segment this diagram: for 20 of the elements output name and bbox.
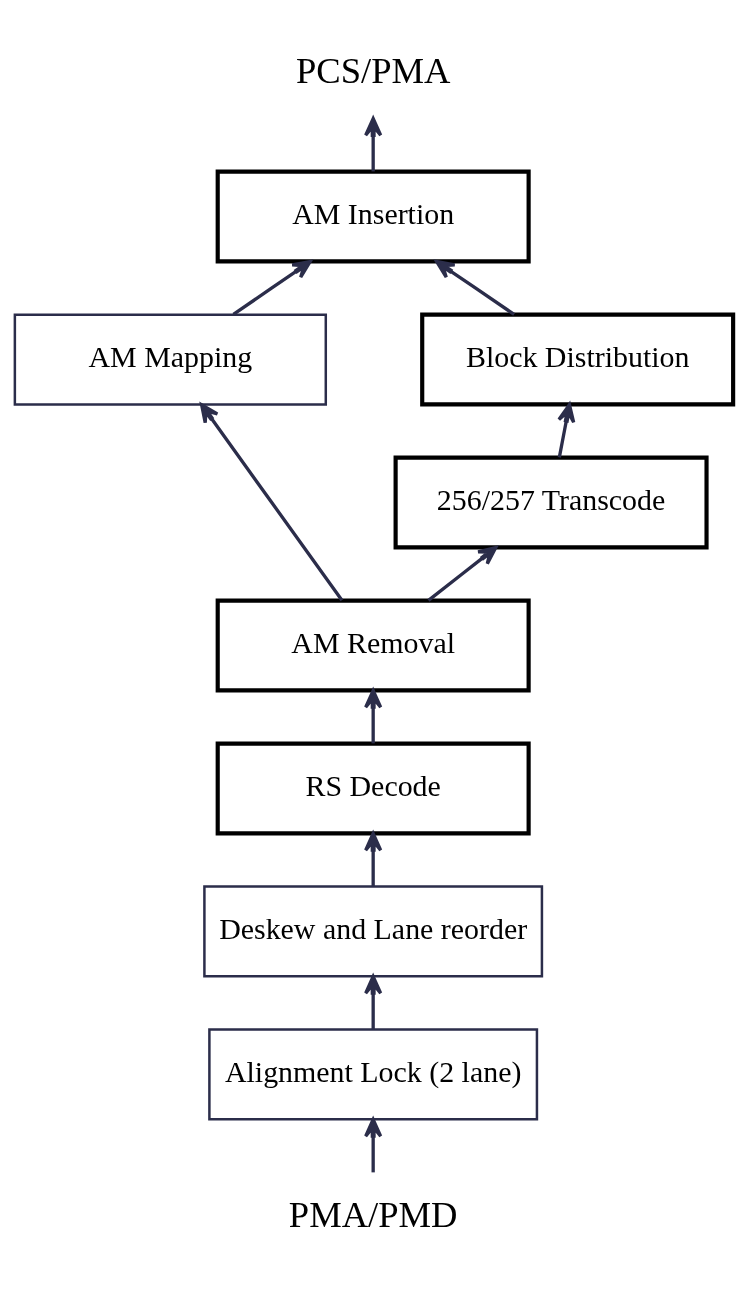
node-box: RS Decode <box>215 741 531 836</box>
arrow <box>557 402 576 458</box>
arrow <box>364 688 383 744</box>
node-box: Block Distribution <box>420 312 736 407</box>
node-box: Alignment Lock (2 lane) <box>208 1028 539 1121</box>
arrow <box>435 259 516 316</box>
node-box: 256/257 Transcode <box>393 455 709 550</box>
arrow <box>364 1117 383 1173</box>
arrow <box>199 403 344 602</box>
node-box: Deskew and Lane reorder <box>203 885 544 978</box>
node-text: PCS/PMA <box>295 49 451 91</box>
arrow <box>364 116 383 172</box>
node-box: AM Removal <box>215 598 531 693</box>
arrow <box>364 974 383 1030</box>
node-box: AM Mapping <box>13 313 328 406</box>
node-box: AM Insertion <box>215 169 531 264</box>
arrow <box>232 259 312 316</box>
arrow <box>364 831 383 887</box>
arrow <box>427 545 498 602</box>
node-text: PMA/PMD <box>288 1193 458 1235</box>
